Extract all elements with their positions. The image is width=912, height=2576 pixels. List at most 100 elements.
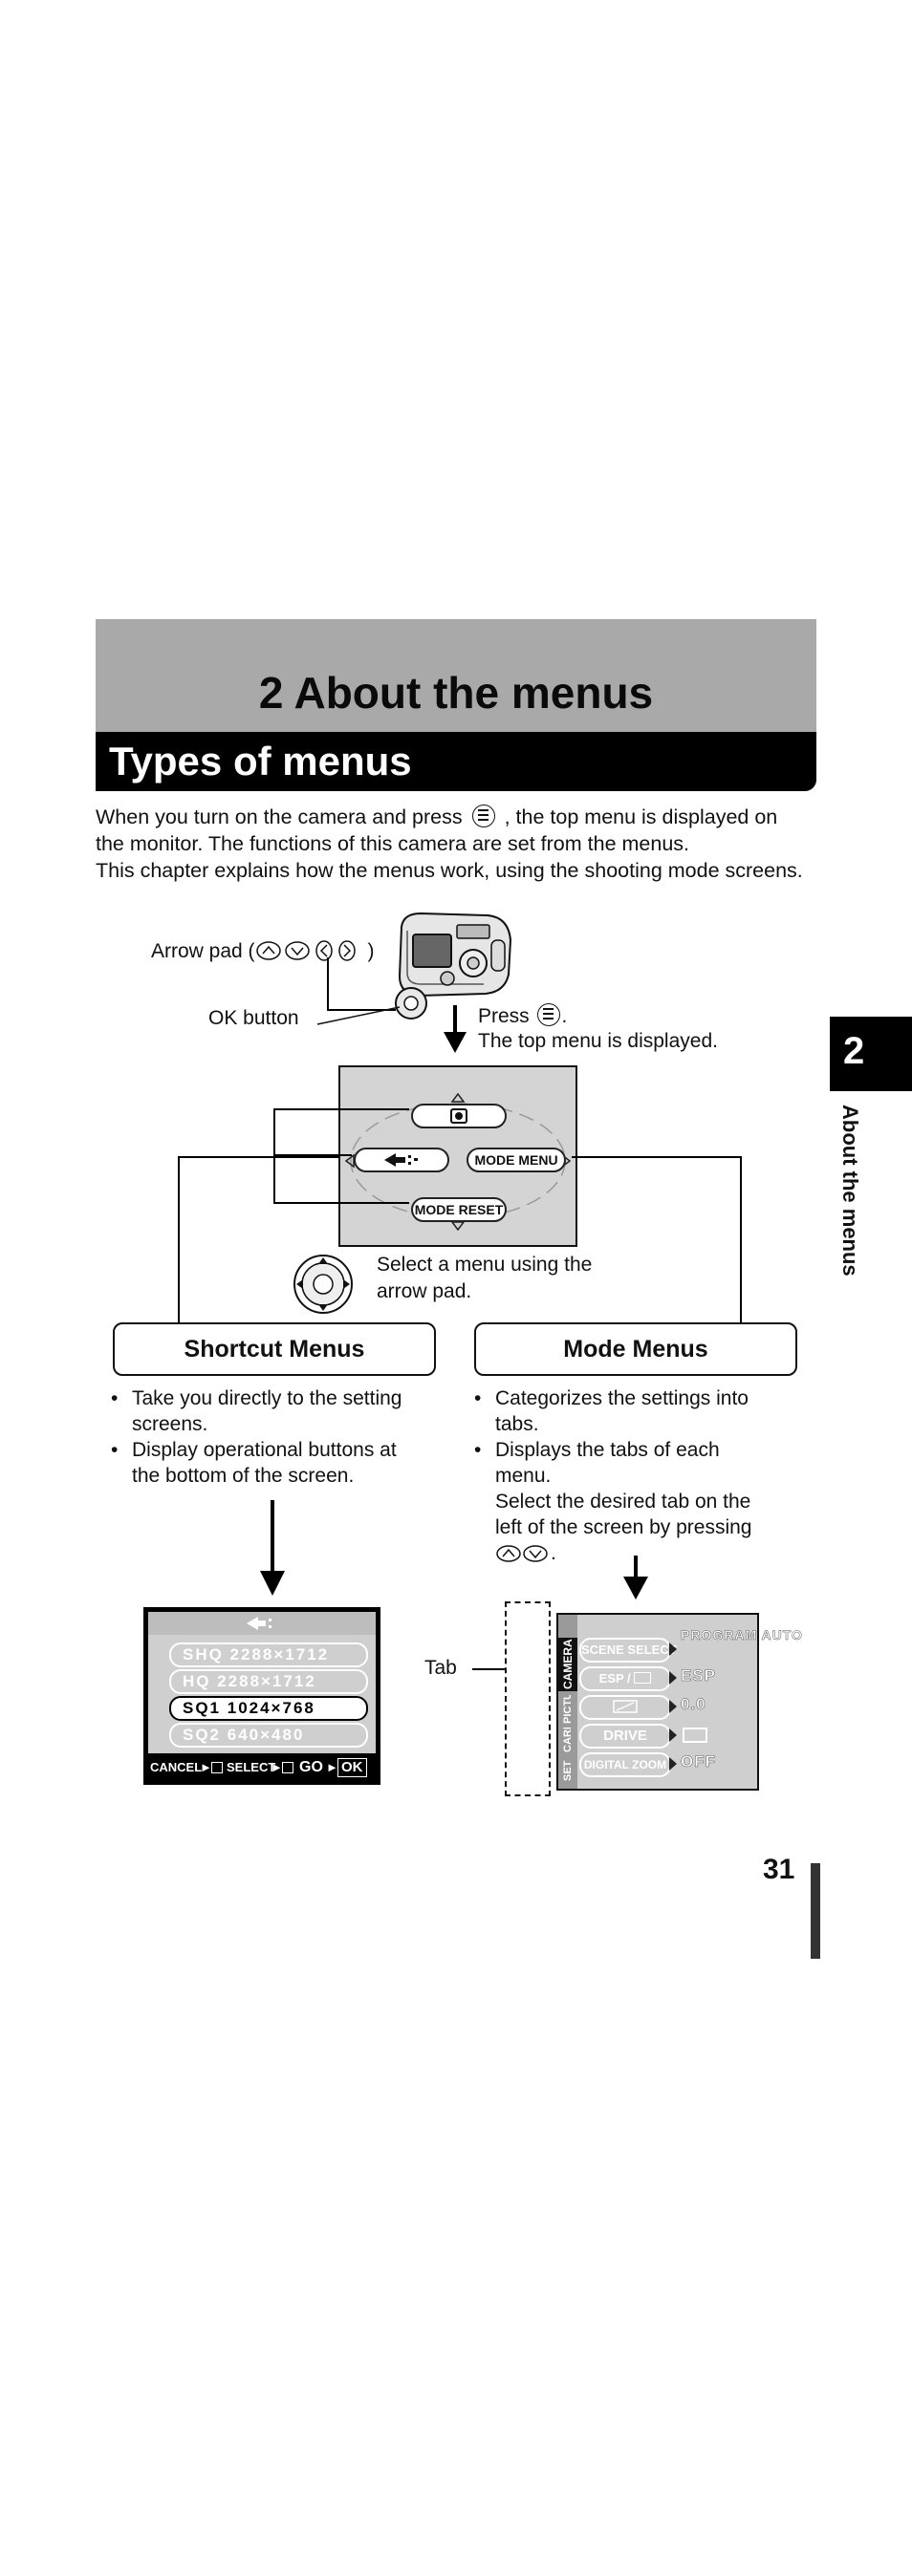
arrow-down-shortcut: [258, 1500, 287, 1596]
select-menu-text-1: Select a menu using the: [377, 1254, 593, 1276]
press-ok-instruction: Press .: [478, 1003, 567, 1028]
tab-strip-highlight: [505, 1601, 551, 1796]
tab-column: CAMERA PICTURE CARD SET: [558, 1615, 577, 1789]
side-tab-number: 2: [843, 1030, 865, 1072]
arrow-pad-close: ): [367, 940, 375, 962]
scene-select-item[interactable]: SCENE SELECT: [579, 1638, 677, 1663]
shortcut-row-hq[interactable]: HQ 2288×1712: [169, 1669, 368, 1694]
image-quality-icon: [247, 1617, 271, 1630]
top-menu-screen: MODE MENU MODE RESET: [338, 1065, 577, 1247]
intro-text-a: When you turn on the camera and press: [96, 805, 463, 828]
spot-meter-icon: [634, 1672, 652, 1684]
tab-picture[interactable]: PICTURE: [562, 1695, 574, 1724]
shortcut-menus-box: Shortcut Menus: [113, 1322, 436, 1376]
ok-button-dial: [394, 986, 428, 1020]
exposure-compensation-item[interactable]: [579, 1695, 671, 1720]
intro-line-1: When you turn on the camera and press , …: [96, 805, 822, 830]
arrow-down-mode: [621, 1556, 650, 1599]
tab-card[interactable]: CARD: [562, 1728, 574, 1752]
ok-button-leader: [315, 1003, 402, 1026]
ok-key-icon: OK: [337, 1758, 367, 1777]
arrow-pad-icon: [293, 1254, 354, 1315]
single-frame-icon: [683, 1728, 707, 1743]
image-quality-icon: [450, 1108, 467, 1124]
intro-line-2: the monitor. The functions of this camer…: [96, 832, 690, 855]
image-quality-shortcut-icon: [384, 1153, 418, 1167]
camera-illustration: [392, 908, 516, 1019]
shortcut-connector-v: [178, 1156, 180, 1322]
shortcut-button-bar: CANCEL ► SELECT ► GO ► OK: [148, 1755, 376, 1780]
press-text: Press: [478, 1005, 530, 1027]
arrow-pad-text: Arrow pad (: [151, 940, 255, 962]
arrow-pad-label: Arrow pad ( ): [151, 940, 375, 963]
chevron-right-icon: [669, 1700, 677, 1713]
arrow-pad-leader-h: [327, 1009, 396, 1011]
tab-leader: [472, 1668, 507, 1670]
ok-button-icon: [471, 805, 495, 827]
side-tab-label: About the menus: [838, 1105, 862, 1277]
chevron-right-icon: [669, 1728, 677, 1742]
tab-label: Tab: [424, 1657, 457, 1679]
chapter-title: 2 About the menus: [258, 668, 654, 718]
top-menu-mode-menu-button[interactable]: MODE MENU: [467, 1148, 566, 1172]
page-number: 31: [763, 1854, 795, 1885]
top-menu-mode-reset-button[interactable]: MODE RESET: [411, 1197, 507, 1222]
top-menu-shortcut-button[interactable]: [354, 1148, 449, 1172]
select-menu-text-2: arrow pad.: [377, 1280, 472, 1302]
arrow-up-down-icon: [496, 1545, 548, 1562]
select-arrow-icon: ►: [271, 1760, 283, 1774]
digital-zoom-value: OFF: [681, 1752, 716, 1771]
mode-connector-h: [572, 1156, 740, 1158]
select-hint: SELECT: [227, 1760, 276, 1774]
top-menu-displayed-text: The top menu is displayed.: [478, 1030, 718, 1052]
top-menu-camera-button[interactable]: [411, 1104, 507, 1128]
tab-set[interactable]: SET: [562, 1760, 574, 1781]
arrow-down-camera: [442, 1005, 468, 1053]
shortcut-menu-screen: SHQ 2288×1712 HQ 2288×1712 SQ1 1024×768 …: [143, 1607, 380, 1785]
esp-item[interactable]: ESP /: [579, 1666, 671, 1691]
ok-button-label: OK button: [208, 1007, 299, 1029]
shortcut-bracket-bottom: [273, 1202, 409, 1204]
intro-text-b: , the top menu is displayed on: [504, 805, 778, 828]
shortcut-row-shq[interactable]: SHQ 2288×1712: [169, 1642, 368, 1667]
mode-menus-box: Mode Menus: [474, 1322, 797, 1376]
exposure-compensation-icon: [613, 1700, 638, 1713]
dial-icon: [395, 987, 427, 1020]
section-title: Types of menus: [109, 739, 412, 784]
tab-camera[interactable]: CAMERA: [558, 1638, 577, 1691]
shortcut-connector-h: [178, 1156, 340, 1158]
up-down-arrow-icons: [495, 1544, 551, 1563]
shortcut-row-sq1[interactable]: SQ1 1024×768: [169, 1696, 368, 1721]
chapter-header-band: [96, 619, 816, 734]
up-down-button-icon: [282, 1762, 293, 1773]
cancel-hint: CANCEL: [150, 1760, 203, 1774]
chapter-side-tab: 2: [830, 1017, 912, 1091]
arrow-pad-icons: [255, 940, 368, 961]
esp-value: ESP: [681, 1666, 717, 1685]
drive-item[interactable]: DRIVE: [579, 1724, 671, 1749]
press-period: .: [561, 1005, 568, 1027]
digital-zoom-item[interactable]: DIGITAL ZOOM: [579, 1752, 671, 1777]
intro-line-3: This chapter explains how the menus work…: [96, 859, 803, 882]
go-hint: GO: [299, 1759, 323, 1775]
scene-select-value: PROGRAM AUTO: [681, 1627, 803, 1642]
chevron-right-icon: [669, 1671, 677, 1685]
shortcut-bracket-mid: [273, 1154, 352, 1156]
mode-connector-v: [740, 1156, 742, 1322]
ok-button-icon: [536, 1003, 560, 1026]
shortcut-row-sq2[interactable]: SQ2 640×480: [169, 1723, 368, 1748]
go-arrow-icon: ►: [326, 1760, 338, 1774]
shortcut-bracket-top: [273, 1108, 409, 1110]
shortcut-screen-header: [148, 1612, 376, 1635]
arrow-pad-leader-v: [327, 957, 329, 1011]
page-marker-bar: [811, 1863, 820, 1959]
chevron-right-icon: [669, 1757, 677, 1771]
left-button-icon: [211, 1762, 223, 1773]
camera-icon: [398, 912, 512, 998]
exposure-value: 0.0: [681, 1695, 706, 1714]
